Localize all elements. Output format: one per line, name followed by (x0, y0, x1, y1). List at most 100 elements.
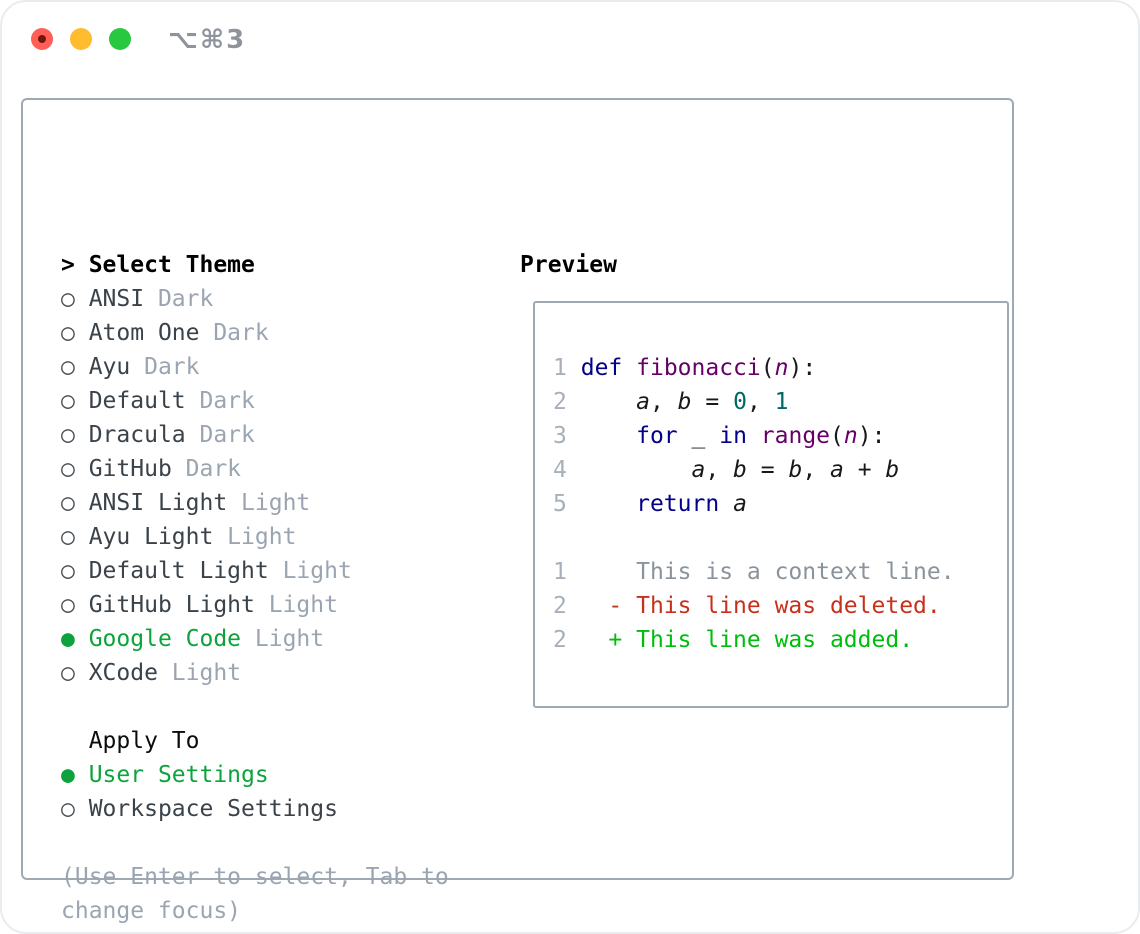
code-token-pl (705, 423, 719, 449)
theme-option-github-dark[interactable]: ○ GitHub Dark (61, 452, 449, 486)
preview-header: Preview (520, 252, 617, 278)
theme-variant: Light (268, 558, 352, 584)
window-title: ⌥⌘3 (168, 25, 247, 55)
code-token-var: b (733, 457, 747, 483)
code-token-kw: return (636, 491, 720, 517)
code-token-pl (567, 627, 609, 653)
theme-name: GitHub Light (88, 592, 255, 618)
theme-option-xcode-light[interactable]: ○ XCode Light (61, 656, 449, 690)
code-token-pl (719, 491, 733, 517)
theme-option-google-code-light[interactable]: ● Google Code Light (61, 622, 449, 656)
code-token-num: 1 (774, 389, 789, 415)
code-token-pl: , (649, 389, 678, 415)
code-token-ln: 2 (553, 627, 567, 653)
code-token-pl (567, 559, 636, 585)
minimize-button[interactable] (70, 28, 92, 50)
code-token-pl: ): (857, 423, 886, 449)
theme-option-default-dark[interactable]: ○ Default Dark (61, 384, 449, 418)
zoom-button[interactable] (109, 28, 131, 50)
code-token-pl (567, 491, 636, 517)
theme-name: ANSI (88, 286, 145, 312)
apply-option-workspace-settings[interactable]: ○ Workspace Settings (61, 792, 449, 826)
preview-blank-line (553, 521, 955, 555)
code-token-kw: for (636, 423, 678, 449)
theme-variant: Light (213, 524, 297, 550)
window-controls (31, 28, 131, 50)
theme-option-ansi-light-light[interactable]: ○ ANSI Light Light (61, 486, 449, 520)
code-token-ctx: This is a context line. (636, 559, 955, 585)
theme-option-ayu-light-light[interactable]: ○ Ayu Light Light (61, 520, 449, 554)
theme-variant: Dark (144, 286, 214, 312)
code-token-param: n (774, 355, 789, 381)
radio-unselected-icon: ○ (61, 660, 89, 686)
radio-unselected-icon: ○ (61, 320, 89, 346)
theme-list-header: > Select Theme (61, 248, 449, 282)
code-token-pl: ): (788, 355, 817, 381)
code-token-pl: , (746, 389, 775, 415)
code-token-ln: 2 (553, 593, 567, 619)
theme-variant: Light (241, 626, 325, 652)
modified-dot-icon (38, 35, 46, 43)
code-token-var: b (885, 457, 900, 483)
theme-option-atom-one-dark[interactable]: ○ Atom One Dark (61, 316, 449, 350)
code-token-pl (567, 593, 609, 619)
theme-option-ayu-dark[interactable]: ○ Ayu Dark (61, 350, 449, 384)
theme-name: Default (88, 388, 186, 414)
theme-name: GitHub (88, 456, 172, 482)
code-token-del: - This line was deleted. (608, 593, 941, 619)
hint-line: (Use Enter to select, Tab to (61, 864, 449, 890)
theme-name: Google Code (88, 626, 242, 652)
code-token-var: a (636, 389, 650, 415)
code-token-pl (567, 423, 636, 449)
hint-line: change focus) (61, 898, 242, 924)
theme-option-github-light-light[interactable]: ○ GitHub Light Light (61, 588, 449, 622)
apply-option-user-settings[interactable]: ● User Settings (61, 758, 449, 792)
code-token-pl (567, 389, 636, 415)
code-token-pl: , (705, 457, 734, 483)
theme-name: Dracula (88, 422, 186, 448)
code-token-var: a (733, 491, 747, 517)
theme-name: Default Light (88, 558, 269, 584)
theme-name: XCode (88, 660, 158, 686)
focus-marker: > (61, 252, 89, 278)
code-token-var: a (691, 457, 706, 483)
apply-option-label: Workspace Settings (88, 796, 338, 822)
apply-option-label: User Settings (88, 762, 269, 788)
theme-option-default-light-light[interactable]: ○ Default Light Light (61, 554, 449, 588)
theme-variant: Dark (199, 320, 269, 346)
radio-unselected-icon: ○ (61, 524, 89, 550)
theme-variant: Light (157, 660, 242, 686)
code-token-kw: def (580, 355, 623, 381)
code-token-ln: 1 (553, 559, 567, 585)
code-token-kw: in (719, 423, 747, 449)
theme-list-title: Select Theme (88, 252, 255, 278)
code-token-ln: 5 (553, 491, 567, 517)
theme-variant: Dark (185, 388, 255, 414)
radio-unselected-icon: ○ (61, 286, 89, 312)
preview-line: 5 return a (553, 487, 955, 521)
apply-to-header: Apply To (61, 724, 449, 758)
theme-variant: Dark (171, 456, 242, 482)
close-button[interactable] (31, 28, 53, 50)
code-token-var: a (830, 457, 844, 483)
apply-to-title: Apply To (88, 728, 200, 754)
code-token-pl (622, 355, 636, 381)
theme-option-ansi-dark[interactable]: ○ ANSI Dark (61, 282, 449, 316)
radio-unselected-icon: ○ (61, 456, 89, 482)
radio-selected-icon: ● (61, 762, 89, 788)
spacer (61, 826, 449, 860)
radio-selected-icon: ● (61, 626, 89, 652)
radio-unselected-icon: ○ (61, 490, 89, 516)
theme-name: Ayu (88, 354, 131, 380)
preview-line: 2 a, b = 0, 1 (553, 385, 955, 419)
theme-variant: Dark (185, 422, 255, 448)
code-token-pl: ( (760, 355, 775, 381)
code-token-ln: 2 (553, 389, 567, 415)
code-token-num: 0 (733, 389, 747, 415)
code-token-pl: , (802, 457, 831, 483)
theme-option-dracula-dark[interactable]: ○ Dracula Dark (61, 418, 449, 452)
theme-variant: Dark (130, 354, 200, 380)
preview-line: 1 def fibonacci(n): (553, 351, 955, 385)
